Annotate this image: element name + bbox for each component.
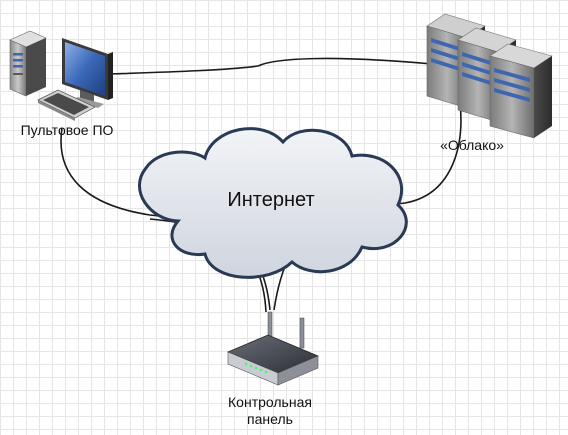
link-pc-to-cloud-servers (109, 57, 433, 75)
control-panel-label-line2: панель (247, 411, 293, 427)
control-panel-router-icon (226, 311, 320, 386)
operator-pc-icon (9, 30, 113, 121)
internet-cloud-icon (138, 127, 408, 279)
internet-label: Интернет (227, 189, 315, 211)
control-panel-label: Контрольная панель (200, 394, 340, 428)
control-panel-label-line1: Контрольная (228, 394, 312, 410)
cloud-servers-icon (426, 13, 553, 139)
cloud-servers-label: «Облако» (440, 137, 504, 153)
operator-pc-label: Пультовое ПО (20, 122, 114, 138)
